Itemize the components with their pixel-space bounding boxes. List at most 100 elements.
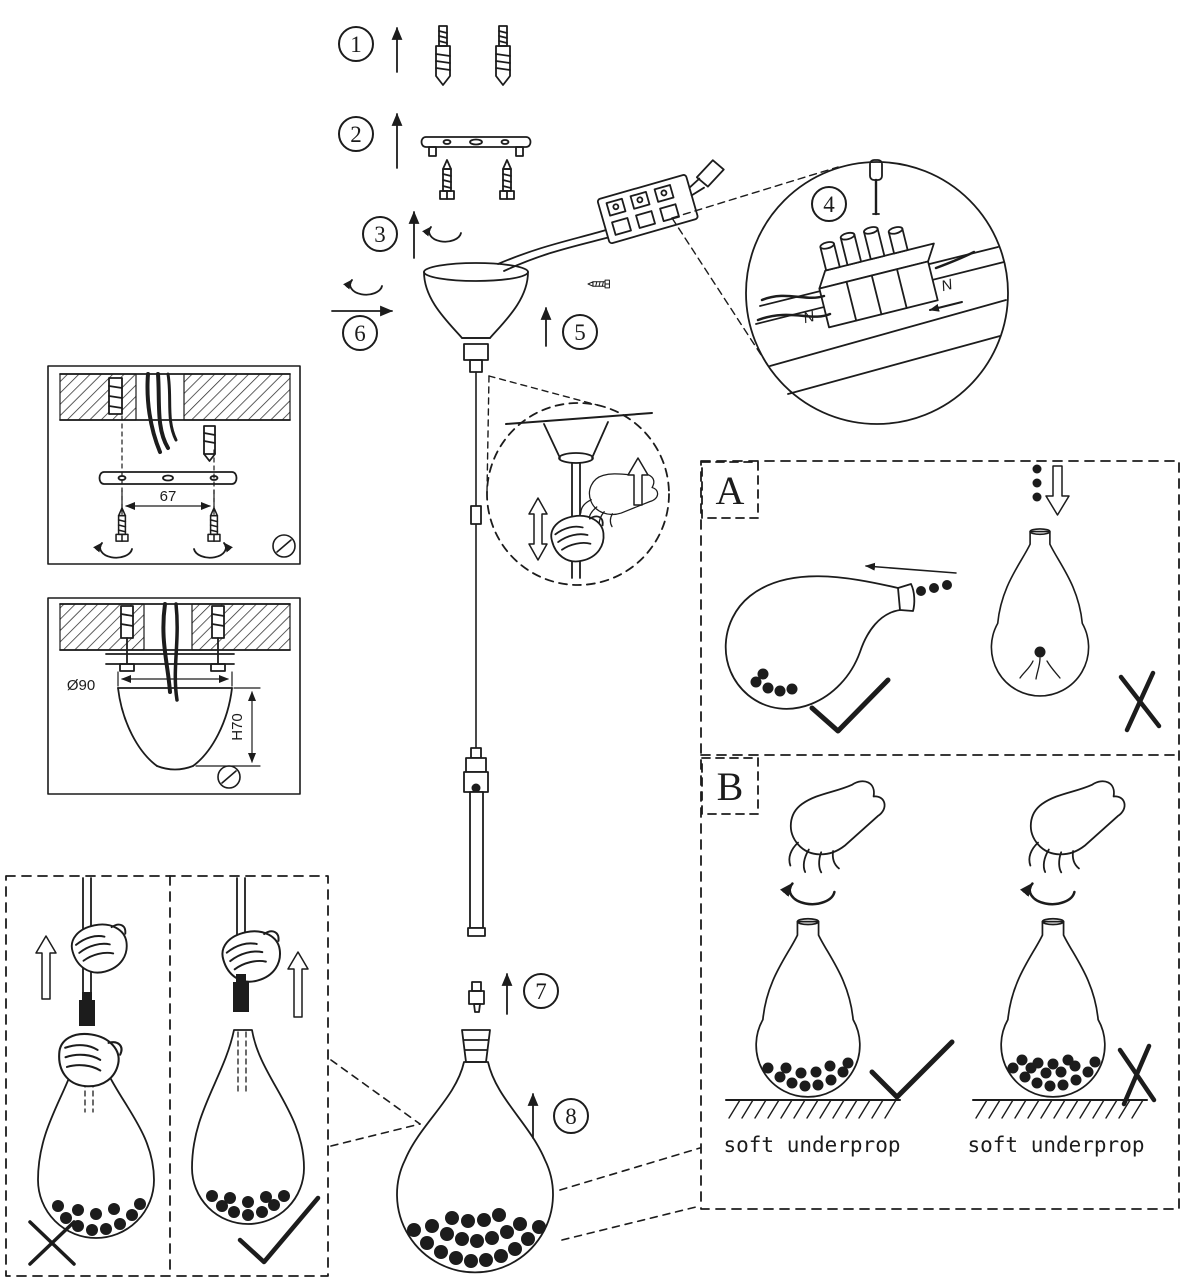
step-6: 6 [331,280,394,351]
ceiling-wires [161,602,179,702]
rotation-arrow-icon [100,543,132,558]
panel-a: A [701,461,1162,734]
magnify-leader-line [561,1205,701,1241]
wall-anchor-icon [203,425,216,462]
screw-icon [499,159,515,200]
ceiling-line [505,412,653,425]
panel-b-label: B [717,764,744,809]
x-mark-icon [28,1220,76,1266]
gripping-hand-icon [68,920,132,977]
panel-a-label-box [701,461,759,519]
underprop-correct-drawing: soft underprop [723,778,955,1157]
insert-arrow-icon [929,301,963,312]
magnify-leader-line [671,166,839,219]
decor-beads [206,1190,290,1221]
hand-icon [780,778,892,877]
step-3-number: 3 [374,222,386,247]
step-2-marker [338,116,374,152]
cord-grip-rod [463,747,489,937]
step-6-marker [342,315,378,351]
lamp-socket [233,982,249,1012]
wire-label-n: N [940,276,955,295]
wire [760,294,826,302]
step-5-number: 5 [574,320,586,345]
handling-warning-box [5,875,421,1277]
step-5-marker [562,314,598,350]
magnify-leader-line [671,217,768,365]
step-1-number: 1 [350,32,362,57]
bead [1034,646,1046,658]
decor-beads [1007,1054,1101,1092]
x-mark-icon [1117,1043,1157,1107]
ceiling-canopy [423,229,611,751]
wire [934,250,976,270]
step-5: 5 [540,306,598,350]
glass-shade [724,575,901,710]
screw-icon [439,159,455,200]
beads-dropping [1032,464,1042,502]
glass-shade [396,1061,554,1274]
wall-anchor-icon [435,25,451,86]
check-mark-icon [869,1039,955,1100]
gripping-hand-icon [218,926,285,987]
magnify-leader-line [330,1059,421,1125]
magnify-leader-line [330,1123,421,1147]
rotation-arrow-icon [350,280,382,295]
crack-lines [1019,657,1061,680]
dimension-67-label: 67 [160,488,177,505]
x-mark-icon [1118,670,1162,733]
ceiling-detail-box-1: 67 [47,365,301,565]
hand-icon [1020,778,1132,877]
lamp-socket [461,1029,491,1063]
mounting-bracket [420,136,532,157]
dimension-d90-label: Ø90 [67,677,95,694]
soft-underprop-caption: soft underprop [723,1133,900,1157]
handling-correct-panel [191,877,321,1265]
rotation-arrow-icon [429,227,461,242]
panel-a-label: A [716,468,745,513]
underprop-wrong-drawing: soft underprop [967,778,1157,1157]
screw-in-anchor-icon [119,605,135,672]
mounting-bracket [105,653,235,665]
step-1: 1 [338,25,511,86]
beads-entering [916,580,952,596]
mounting-bracket [98,471,238,485]
screw-slot-icon [272,534,296,558]
cord-adjust-detail-circle [486,375,670,586]
left-arrow-icon [865,562,957,574]
screwdriver-icon [869,159,883,216]
filling-instructions-box: A [559,460,1180,1241]
check-mark-icon [237,1195,321,1265]
ground-hatch [972,1099,1148,1119]
fill-correct-drawing [724,562,957,734]
gripping-hand-icon [548,512,608,565]
thumb-screw [471,783,481,793]
dimension-d90: Ø90 [67,671,233,694]
step-8-number: 8 [565,1104,577,1129]
magnify-leader-line [559,1147,701,1191]
glass-shade [990,528,1090,697]
mains-cable [497,229,607,265]
glass-shade [37,1043,155,1239]
screw-in-anchor-icon [210,605,226,672]
wall-anchor-icon [495,25,511,86]
rotation-arrow-icon [194,543,226,558]
rotation-arrow-icon [1030,884,1075,905]
step-7: 7 [468,972,559,1015]
decor-beads [750,668,798,697]
ceiling-wires [145,372,178,454]
panel-b: B [701,757,1157,1157]
ground-hatch [725,1099,901,1119]
step-8-marker [553,1098,589,1134]
step-4-number: 4 [823,192,835,217]
glass-shade [191,1029,305,1225]
step-7-number: 7 [535,979,547,1004]
decor-beads [407,1208,546,1268]
lamp-socket [79,1000,95,1026]
down-arrow-icon [1045,465,1070,516]
glass-shade-assembly: 8 [396,1029,589,1274]
step-7-marker [523,973,559,1009]
up-arrow-icon [35,935,57,1000]
